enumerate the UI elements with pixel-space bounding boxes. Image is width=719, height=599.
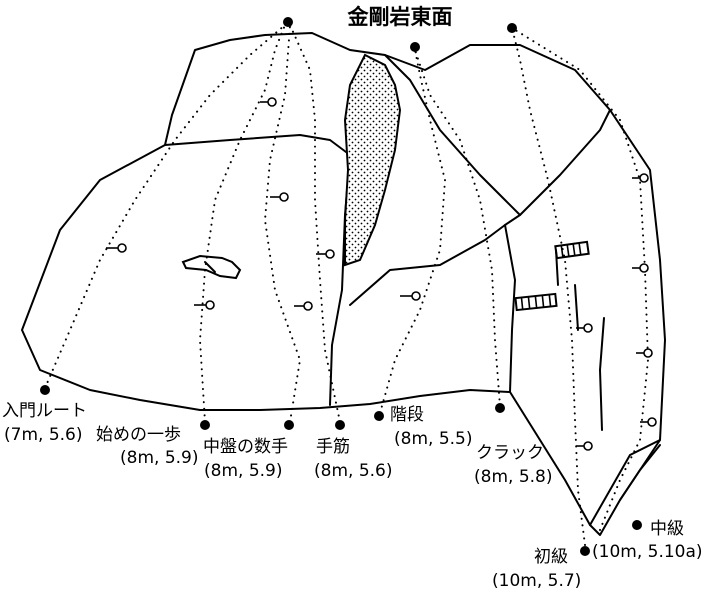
route-name-r8: 中級	[650, 519, 684, 539]
bolt	[632, 263, 649, 273]
anchor-dots	[283, 17, 517, 52]
anchor-dot	[410, 42, 420, 52]
route-name-r2: 始めの一歩	[96, 425, 181, 445]
route-info-r3: (8m, 5.9)	[204, 461, 282, 481]
route-name-r1: 入門ルート	[2, 401, 87, 421]
bolt	[106, 243, 127, 253]
route-name-r5: 階段	[390, 405, 424, 425]
route-info-r5: (8m, 5.5)	[394, 429, 472, 449]
route-line-r7	[511, 27, 586, 546]
route-line-r3	[263, 24, 302, 423]
start-dot-r6	[495, 403, 505, 413]
route-info-r6: (8m, 5.8)	[474, 467, 552, 487]
start-dot-r1	[40, 385, 50, 395]
topo-title: 金剛岩東面	[347, 5, 453, 29]
route-info-r4: (8m, 5.6)	[314, 461, 392, 481]
route-info-r2: (8m, 5.9)	[120, 448, 198, 468]
bolt	[636, 348, 653, 358]
crack-feature	[343, 53, 402, 267]
hatched-ledge-lower	[514, 292, 558, 312]
bolt	[576, 323, 593, 333]
bolt	[632, 173, 649, 183]
bolt	[194, 300, 215, 310]
bolt	[270, 192, 289, 202]
start-dot-r5	[374, 411, 384, 421]
route-labels: 入門ルート (7m, 5.6) 始めの一歩 (8m, 5.9) 中盤の数手 (8…	[2, 401, 703, 591]
route-name-r3: 中盤の数手	[203, 437, 288, 457]
route-info-r8: (10m, 5.10a)	[592, 542, 703, 562]
bolt	[640, 417, 657, 427]
route-line-r6	[414, 49, 501, 407]
route-info-r1: (7m, 5.6)	[4, 425, 82, 445]
hatched-ledge-upper	[554, 240, 590, 286]
route-lines	[44, 24, 650, 546]
start-dot-r8	[632, 520, 642, 530]
route-line-r1	[44, 24, 286, 389]
start-dots	[40, 385, 642, 556]
route-info-r7: (10m, 5.7)	[492, 571, 581, 591]
anchor-dot	[507, 23, 517, 33]
flake-feature	[181, 254, 242, 280]
route-name-r7: 初級	[534, 547, 568, 567]
route-line-r4	[289, 24, 341, 423]
route-name-r6: クラック	[476, 443, 544, 463]
bolt	[260, 97, 277, 107]
route-name-r4: 手筋	[316, 437, 350, 457]
route-line-r2	[198, 24, 286, 423]
start-dot-r7	[580, 546, 590, 556]
bolt	[400, 291, 421, 301]
start-dot-r4	[335, 420, 345, 430]
bolt	[316, 249, 335, 259]
bolt	[294, 301, 313, 311]
bolt	[576, 441, 593, 451]
bolt-markers	[106, 97, 657, 451]
anchor-dot	[283, 17, 293, 27]
start-dot-r3	[284, 420, 294, 430]
start-dot-r2	[200, 420, 210, 430]
rock-outline	[21, 32, 666, 536]
